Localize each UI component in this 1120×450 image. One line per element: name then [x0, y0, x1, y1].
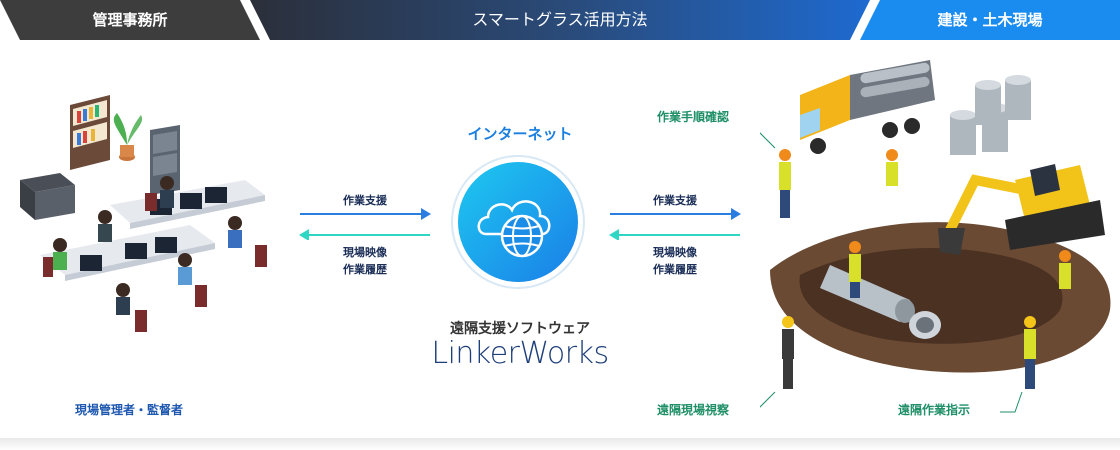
- bookshelf-icon: [70, 95, 110, 170]
- callout-remote-instruction: 遠隔作業指示: [898, 403, 971, 417]
- left-support-label: 作業支援: [343, 194, 387, 207]
- header-site-label: 建設・土木現場: [937, 11, 1043, 29]
- excavator-icon: [938, 164, 1105, 255]
- header-left-segment: [0, 0, 260, 40]
- office-illustration: [20, 95, 267, 332]
- pipe-icon: [820, 265, 941, 339]
- callout-remote-site-visit: 遠隔現場視察: [657, 403, 730, 417]
- left-history-label: 作業履歴: [343, 263, 387, 276]
- construction-site-illustration: [760, 60, 1111, 413]
- right-video-label: 現場映像: [653, 246, 697, 259]
- header-center-segment: [250, 0, 870, 40]
- arrow-left-icon: [609, 229, 619, 240]
- cloud-globe-icon: [451, 155, 585, 289]
- pipe-stack-icon: [950, 75, 1031, 155]
- printer-icon: [20, 173, 75, 220]
- dump-truck-icon: [800, 60, 935, 154]
- right-arrows: [609, 208, 741, 240]
- office-workers: [53, 176, 242, 315]
- right-history-label: 作業履歴: [653, 263, 697, 276]
- office-caption: 現場管理者・監督者: [75, 403, 184, 417]
- arrow-right-icon: [731, 208, 741, 220]
- callout-procedure-check: 作業手順確認: [657, 110, 730, 124]
- header-right-segment: [860, 0, 1120, 40]
- brand-logo: LinkerWorks: [431, 336, 609, 371]
- header-bar: [0, 0, 1120, 40]
- filing-cabinet-icon: [150, 125, 180, 195]
- header-office-label: 管理事務所: [92, 11, 168, 29]
- internet-label: インターネット: [467, 125, 573, 143]
- plant-icon: [113, 113, 143, 161]
- left-video-label: 現場映像: [343, 246, 387, 259]
- bottom-shadow: [0, 438, 1120, 450]
- arrow-right-icon: [421, 208, 431, 220]
- software-label: 遠隔支援ソフトウェア: [450, 321, 590, 337]
- worker-figures: [779, 149, 1071, 389]
- arrow-left-icon: [299, 229, 309, 240]
- header-title: スマートグラス活用方法: [472, 10, 648, 29]
- right-support-label: 作業支援: [653, 194, 697, 207]
- left-arrows: [299, 208, 431, 240]
